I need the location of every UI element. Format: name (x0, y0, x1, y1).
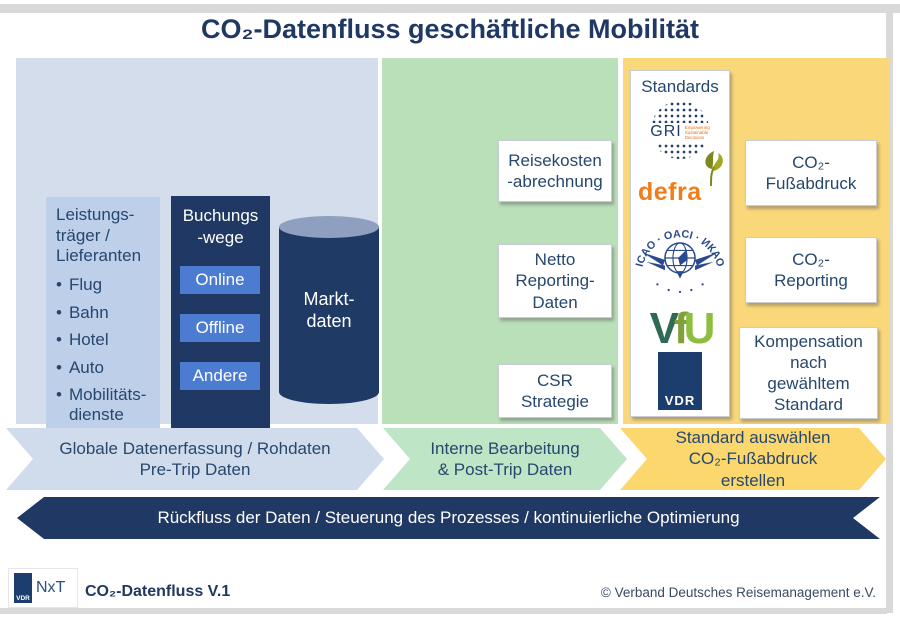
bullet-icon: • (56, 385, 62, 405)
supplier-item-flug: • Flug (56, 275, 156, 295)
icao-logo: ICAO · OACI · ИКАО (634, 228, 726, 293)
vdr-logo: VDR (658, 351, 702, 410)
box-reisekostenabrechnung: Reisekosten -abrechnung (498, 140, 612, 202)
footer-version: CO₂-Datenfluss V.1 (85, 583, 231, 600)
supplier-item-mobilitaetsdienste: • Mobilitäts- dienste (56, 385, 156, 424)
box-netto-reporting-daten: Netto Reporting- Daten (498, 244, 612, 318)
arrow-feedback-loop: Rückfluss der Daten / Steuerung des Proz… (17, 497, 880, 539)
gri-tagline: Empowering Sustainable Decisions (684, 124, 710, 140)
top-border-strip (0, 4, 900, 13)
cylinder-top (279, 216, 379, 238)
vfu-letter-v: V (649, 303, 679, 353)
standards-box: Standards GRI Empowering Sustainable Dec… (630, 70, 730, 417)
booking-heading: Buchungs -wege (182, 206, 259, 248)
supplier-label: Auto (68, 357, 104, 377)
booking-online-button: Online (180, 266, 260, 294)
booking-offline-button: Offline (180, 314, 260, 342)
defra-logo: defra (634, 150, 726, 207)
bullet-icon: • (56, 302, 62, 322)
nxt-text: NxT (36, 579, 66, 596)
gri-band: GRI Empowering Sustainable Decisions (645, 122, 715, 142)
defra-leaf-icon (705, 150, 723, 186)
supplier-item-bahn: • Bahn (56, 303, 156, 323)
arrow-post-trip: Interne Bearbeitung & Post-Trip Daten (383, 428, 627, 490)
vdr-nxt-logo: VDR NxT (8, 568, 78, 608)
supplier-label: Hotel (68, 330, 109, 350)
arrow-pre-trip: Globale Datenerfassung / Rohdaten Pre-Tr… (6, 428, 384, 490)
vfu-letter-f: f (673, 303, 688, 353)
vfu-letter-u: U (683, 303, 716, 353)
box-co2-fussabdruck: CO₂- Fußabdruck (745, 140, 877, 206)
bottom-border-strip (0, 608, 887, 614)
standards-heading: Standards (641, 77, 719, 96)
supplier-item-auto: • Auto (56, 358, 156, 378)
vfu-logo: VfU (650, 306, 716, 350)
suppliers-heading: Leistungs- träger / Lieferanten (56, 205, 142, 266)
vdr-square-icon: VDR (14, 573, 32, 603)
arrow-standard-auswaehlen: Standard auswählen CO₂-Fußabdruck erstel… (620, 428, 886, 490)
panel-data-collection: Leistungs- träger / Lieferanten • Flug •… (16, 58, 379, 475)
supplier-item-hotel: • Hotel (56, 330, 156, 350)
bullet-icon: • (56, 330, 62, 350)
right-border-strip (886, 4, 893, 613)
supplier-label: Mobilitäts- dienste (68, 385, 147, 424)
defra-text: defra (638, 177, 702, 206)
box-co2-reporting: CO₂- Reporting (745, 237, 877, 303)
market-data-cylinder: Markt- daten (279, 216, 379, 404)
box-csr-strategie: CSR Strategie (498, 364, 612, 418)
bullet-icon: • (56, 275, 62, 295)
gri-logo: GRI Empowering Sustainable Decisions (645, 100, 715, 165)
gri-text: GRI (650, 123, 682, 141)
box-kompensation: Kompensation nach gewähltem Standard (739, 327, 878, 419)
supplier-label: Flug (68, 275, 103, 295)
bullet-icon: • (56, 357, 62, 377)
market-data-label: Markt- daten (303, 288, 355, 332)
page-title: CO₂-Datenfluss geschäftliche Mobilität (200, 14, 700, 44)
cylinder-body (279, 227, 379, 404)
supplier-label: Bahn (68, 302, 109, 322)
footer-copyright: © Verband Deutsches Reisemanagement e.V. (600, 585, 876, 600)
booking-andere-button: Andere (180, 362, 260, 390)
